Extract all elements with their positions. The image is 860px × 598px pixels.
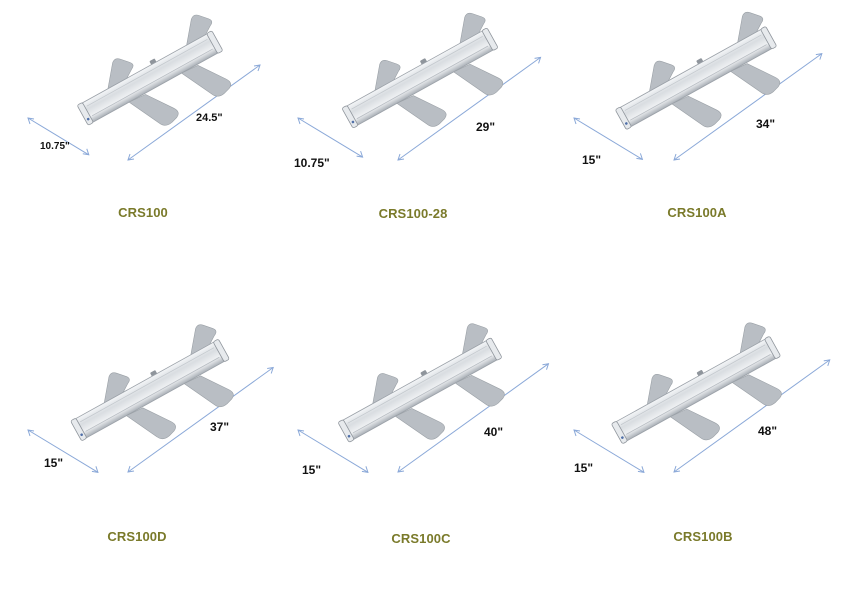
model-name: CRS100D	[107, 529, 167, 544]
model-name: CRS100-28	[378, 206, 448, 221]
foot-back-left	[646, 374, 673, 409]
product-crs100a: 15" 34" CRS100A	[546, 0, 832, 286]
depth-dimension-line	[27, 429, 99, 473]
foot-front-right	[730, 63, 781, 95]
bar-groove	[626, 354, 771, 435]
foot-front-right	[454, 374, 505, 407]
depth-dimension-label: 10.75"	[40, 141, 70, 152]
depth-dimension-line	[27, 117, 90, 156]
foot-back-left	[374, 59, 401, 95]
depth-dimension-label: 15"	[302, 463, 322, 477]
depth-dimension-line	[297, 117, 364, 158]
width-dimension-line	[127, 366, 274, 473]
foot-front-left	[396, 95, 447, 127]
width-dimension-label: 40"	[484, 425, 504, 439]
product-crs100c: 15" 40" CRS100C	[270, 312, 556, 598]
end-cap-right	[764, 336, 781, 359]
banner-stand-image	[297, 12, 542, 161]
bar-groove	[79, 347, 215, 423]
bar-groove	[624, 34, 762, 111]
banner-stand-image	[27, 14, 261, 161]
foot-front-left	[125, 407, 176, 440]
width-dimension-label: 37"	[210, 420, 230, 434]
foot-front-left	[669, 408, 720, 441]
bar-groove	[630, 44, 767, 121]
foot-front-left	[671, 95, 722, 128]
banner-stand-image	[573, 11, 823, 161]
foot-back-right	[739, 322, 766, 358]
foot-front-right	[180, 64, 232, 97]
banner-stand-base	[342, 12, 504, 128]
model-name: CRS100C	[391, 531, 451, 546]
foot-back-left	[649, 60, 675, 96]
foot-back-right	[186, 14, 213, 50]
foot-front-right	[183, 375, 234, 408]
width-dimension-label: 24.5"	[196, 112, 223, 124]
foot-front-left	[128, 94, 179, 126]
foot-back-right	[190, 324, 217, 360]
depth-dimension-line	[573, 117, 644, 161]
width-dimension-line	[127, 64, 261, 161]
bar-groove	[620, 344, 766, 426]
end-cap-screw	[347, 434, 351, 438]
end-cap-screw	[351, 120, 355, 124]
end-cap-right	[482, 28, 498, 51]
foot-front-left	[394, 408, 445, 440]
width-dimension-line	[673, 52, 823, 161]
end-cap-screw	[621, 436, 624, 439]
foot-front-right	[453, 63, 504, 96]
foot-back-right	[737, 11, 764, 47]
banner-stand-image	[573, 322, 831, 473]
foot-front-right	[731, 374, 782, 406]
width-dimension-line	[397, 363, 550, 473]
foot-back-left	[107, 58, 134, 94]
width-dimension-label: 48"	[758, 424, 778, 438]
banner-stand-image	[297, 323, 550, 473]
bar-groove	[356, 45, 489, 120]
banner-stand-base	[611, 322, 782, 444]
bar-groove	[85, 356, 220, 432]
depth-dimension-label: 15"	[582, 153, 602, 167]
product-crs100d: 15" 37" CRS100D	[0, 312, 286, 598]
depth-dimension-line	[573, 429, 645, 473]
model-name: CRS100	[118, 205, 168, 220]
depth-dimension-label: 10.75"	[294, 156, 330, 170]
width-dimension-line	[673, 359, 831, 473]
banner-stand-base	[615, 11, 781, 130]
bar-groove	[91, 48, 213, 117]
foot-back-left	[103, 372, 130, 408]
end-cap-right	[213, 339, 230, 362]
depth-dimension-line	[297, 429, 369, 473]
end-cap-screw	[80, 433, 83, 437]
end-cap-right	[486, 337, 502, 361]
end-cap-right	[760, 26, 777, 49]
bar-groove	[86, 38, 208, 107]
depth-dimension-label: 15"	[574, 461, 594, 475]
bar-groove	[352, 355, 493, 434]
model-name: CRS100A	[667, 205, 727, 220]
end-cap-right	[206, 30, 223, 54]
bar-groove	[351, 36, 483, 110]
end-cap-screw	[625, 122, 628, 125]
end-cap-screw	[86, 117, 90, 121]
width-dimension-label: 34"	[756, 117, 776, 131]
foot-back-right	[459, 12, 486, 48]
bar-groove	[347, 345, 487, 424]
product-crs100-28: 10.75" 29" CRS100-28	[270, 0, 556, 286]
banner-stand-image	[27, 324, 274, 473]
foot-back-left	[372, 373, 399, 408]
banner-stand-base	[338, 323, 505, 443]
width-dimension-line	[397, 56, 542, 161]
foot-back-right	[462, 323, 488, 359]
banner-stand-base	[77, 14, 232, 126]
model-name: CRS100B	[673, 529, 733, 544]
product-crs100b: 15" 48" CRS100B	[546, 312, 832, 598]
banner-stand-base	[70, 324, 234, 441]
product-crs100: 10.75" 24.5" CRS100	[0, 0, 286, 286]
width-dimension-label: 29"	[476, 120, 496, 134]
depth-dimension-label: 15"	[44, 456, 64, 470]
